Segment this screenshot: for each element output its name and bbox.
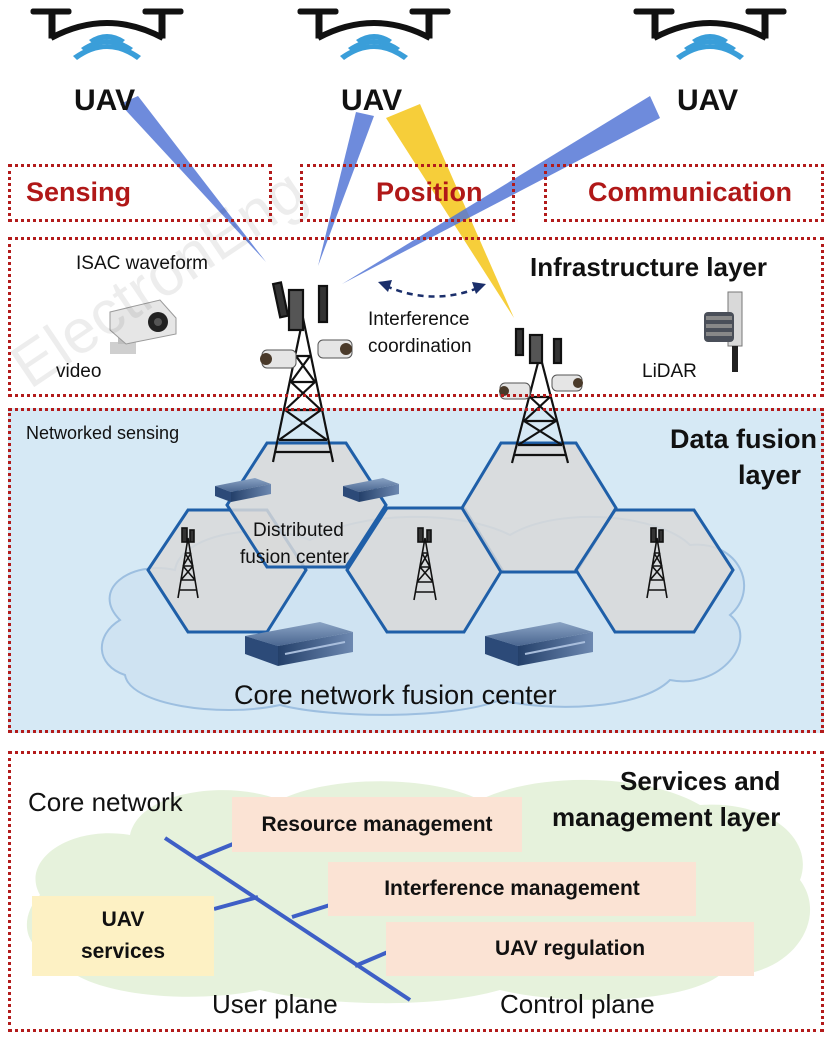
uav-services-label-line2: services bbox=[80, 940, 166, 963]
data-fusion-layer-box bbox=[8, 408, 824, 733]
interference-coordination-label-line2: coordination bbox=[368, 336, 472, 357]
small-tower-icons bbox=[177, 527, 668, 601]
communication-label: Communication bbox=[588, 177, 793, 207]
isac-waveform-label: ISAC waveform bbox=[76, 253, 208, 274]
uav-services-label-line1: UAV bbox=[101, 908, 145, 931]
services-layer-title-line2: management layer bbox=[552, 802, 781, 832]
uav-services-box: UAV services bbox=[32, 896, 214, 976]
core-network-fusion-center-label: Core network fusion center bbox=[234, 680, 557, 710]
distributed-fusion-center-label-line2: fusion center bbox=[240, 547, 349, 568]
position-box bbox=[300, 164, 515, 222]
hex-cell bbox=[225, 441, 388, 569]
interference-management-box: Interference management bbox=[328, 862, 696, 916]
sensing-box bbox=[8, 164, 272, 222]
data-fusion-layer-title-line1: Data fusion bbox=[670, 424, 818, 454]
position-beam-yellow bbox=[386, 104, 514, 318]
uav-icons bbox=[30, 8, 787, 60]
hex-cell bbox=[574, 508, 735, 634]
sensing-label: Sensing bbox=[26, 177, 132, 207]
lidar-icon bbox=[704, 291, 743, 372]
infrastructure-layer-title: Infrastructure layer bbox=[530, 252, 767, 282]
distributed-server-icons bbox=[215, 478, 399, 502]
position-label: Position bbox=[376, 177, 483, 207]
networked-sensing-label: Networked sensing bbox=[26, 423, 180, 443]
user-plane-label: User plane bbox=[212, 989, 338, 1019]
services-layer-box bbox=[8, 751, 824, 1032]
video-camera-icon bbox=[109, 299, 177, 354]
interference-arrow bbox=[378, 280, 486, 298]
video-label: video bbox=[56, 361, 102, 382]
position-beam-blue bbox=[318, 112, 374, 266]
resource-management-label: Resource management bbox=[261, 812, 493, 836]
communication-box bbox=[544, 164, 824, 222]
large-tower-icons bbox=[271, 281, 570, 464]
trunk-line bbox=[163, 836, 412, 1002]
hex-grid bbox=[146, 441, 735, 634]
resource-management-box: Resource management bbox=[232, 797, 522, 852]
uav-regulation-label: UAV regulation bbox=[494, 937, 646, 960]
infrastructure-layer-box bbox=[8, 237, 824, 397]
core-network-label: Core network bbox=[28, 787, 183, 817]
data-fusion-layer-title-line2: layer bbox=[738, 460, 802, 490]
uav-regulation-box: UAV regulation bbox=[386, 922, 754, 976]
drone-icon bbox=[297, 8, 451, 60]
uav-label: UAV bbox=[341, 84, 403, 117]
core-server-icons bbox=[245, 622, 593, 666]
lidar-label: LiDAR bbox=[642, 361, 697, 382]
services-layer-title-line1: Services and bbox=[620, 766, 781, 796]
uav-label: UAV bbox=[677, 84, 739, 117]
uav-label: UAV bbox=[74, 84, 136, 117]
drone-icon bbox=[30, 8, 184, 60]
control-plane-label: Control plane bbox=[500, 989, 655, 1019]
plane-connector-lines bbox=[163, 836, 412, 1002]
drone-icon bbox=[633, 8, 787, 60]
distributed-fusion-center-label-line1: Distributed bbox=[253, 520, 344, 541]
interference-coordination-label-line1: Interference bbox=[368, 309, 470, 330]
interference-management-label: Interference management bbox=[384, 877, 640, 900]
